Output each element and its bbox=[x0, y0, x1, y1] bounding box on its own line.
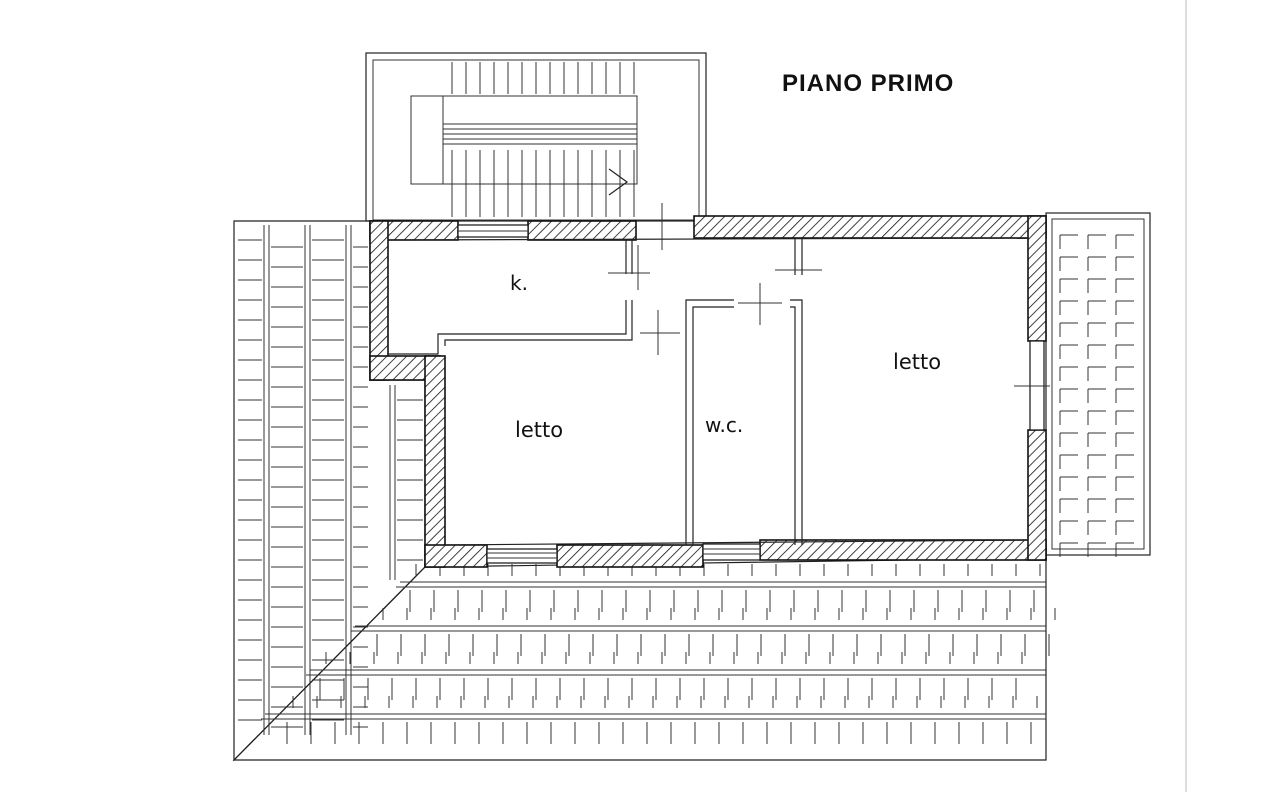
staircase bbox=[365, 52, 707, 222]
plan-title: PIANO PRIMO bbox=[782, 70, 954, 97]
exterior-walls bbox=[369, 215, 1047, 568]
roof-bottom bbox=[232, 557, 1056, 761]
terrace-tiles bbox=[1059, 234, 1134, 557]
terrace-right bbox=[1045, 212, 1151, 557]
roof-bottom-tiles bbox=[261, 564, 1056, 744]
roof-left-tiles bbox=[238, 225, 423, 735]
roof-left bbox=[233, 220, 426, 762]
room-label-bedroom-left: letto bbox=[515, 418, 563, 442]
stair-arrow-icon bbox=[608, 168, 629, 196]
room-label-wc: w.c. bbox=[705, 413, 743, 437]
stair-treads bbox=[451, 62, 635, 217]
room-label-bedroom-right: letto bbox=[893, 350, 941, 374]
interior-partitions bbox=[387, 237, 1029, 546]
door-marks bbox=[608, 203, 822, 355]
windows bbox=[457, 224, 1050, 564]
room-label-kitchen: k. bbox=[510, 271, 528, 295]
